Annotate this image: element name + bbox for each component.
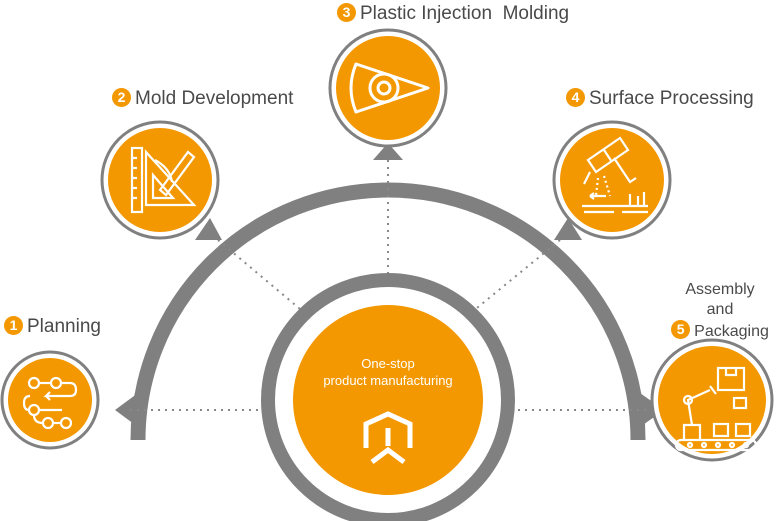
arc-arrow-surface [554, 218, 582, 240]
center-hub [261, 273, 515, 521]
step-number-badge: 5 [671, 320, 691, 339]
step-title: Planning [27, 316, 101, 337]
ruler-set-square-pencil-icon [130, 146, 197, 214]
step-title-line: Assembly [685, 281, 755, 298]
step-title: Mold Development [135, 88, 294, 109]
spray-gun-icon [582, 136, 648, 214]
step-number-badge: 1 [4, 316, 23, 335]
arc-arrow-planning [115, 393, 138, 427]
step-title: Surface Processing [589, 88, 754, 109]
arc-arrow-injection [373, 143, 403, 160]
node-surface-processing [552, 120, 672, 240]
step-title-line: Packaging [694, 323, 769, 340]
spoke-surface [449, 239, 561, 331]
step-number-badge: 2 [112, 88, 131, 107]
center-title-line2: product manufacturing [323, 373, 453, 388]
node-assembly-packaging [650, 338, 774, 462]
node-plastic-injection-molding [328, 28, 448, 148]
injection-nozzle-icon [349, 62, 430, 114]
center-title-line1: One-stop [361, 356, 415, 371]
step-title: Plastic Injection Molding [360, 3, 570, 24]
step-number-badge: 4 [566, 88, 585, 107]
company-logo-icon [363, 411, 413, 464]
center-title: One-stop product manufacturing [300, 355, 476, 389]
step-number-badge: 3 [337, 3, 356, 22]
arc-arrow-mold [195, 218, 222, 240]
flowchart-icon [22, 376, 78, 430]
node-mold-development [100, 120, 220, 240]
step-title-line: and [706, 301, 734, 318]
robot-arm-conveyor-icon [674, 366, 758, 452]
node-planning [0, 350, 100, 450]
